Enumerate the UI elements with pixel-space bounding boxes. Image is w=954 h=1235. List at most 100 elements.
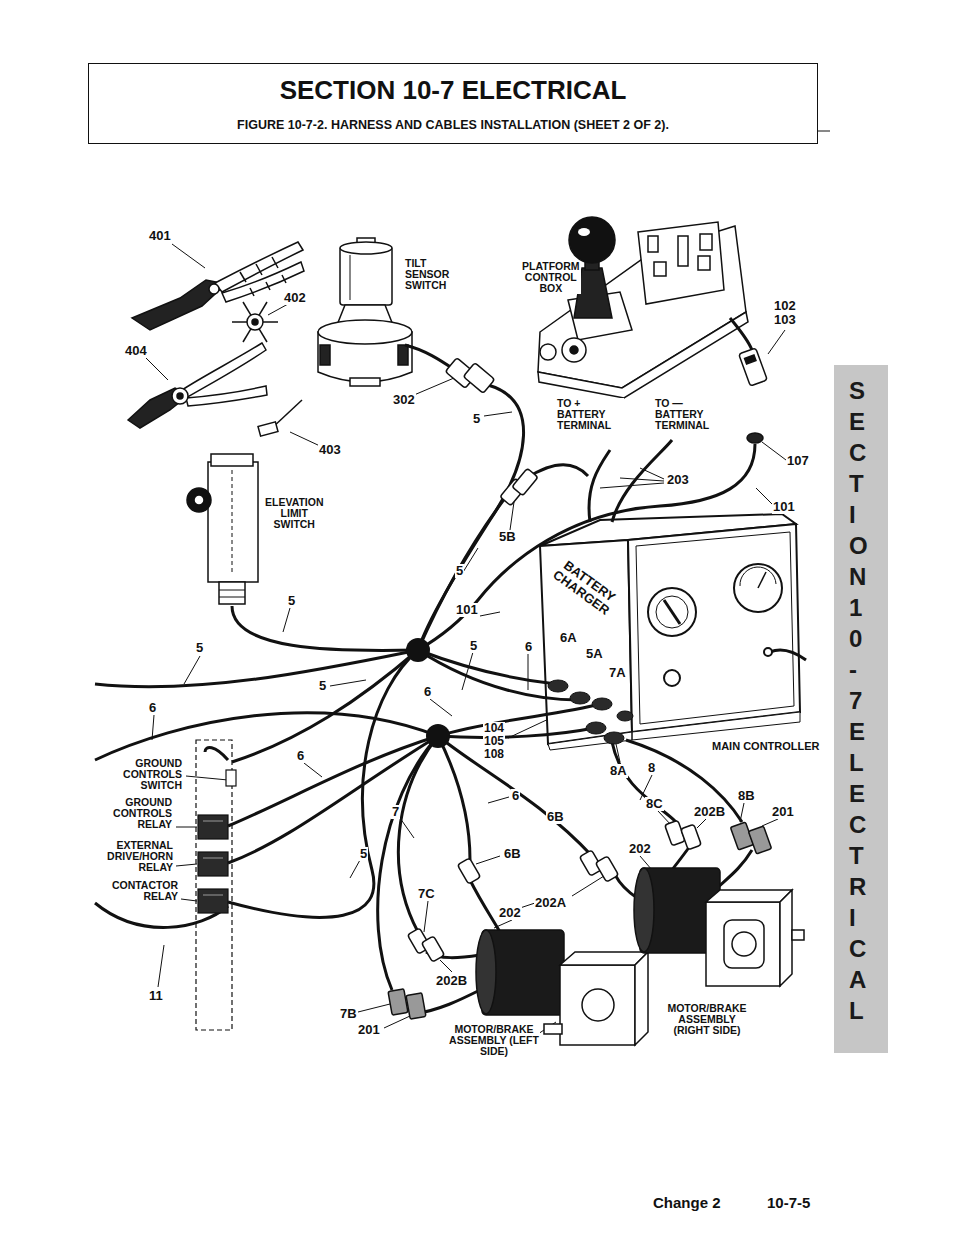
stripper-pliers [186,386,267,406]
callout-number: 8 [647,761,656,775]
junction [406,638,450,748]
harness-wires [418,498,505,650]
pin-tool [243,302,267,342]
wire-connectors [748,826,771,854]
ground-control-post [198,815,228,839]
callout-number: 6B [503,847,522,861]
leader-lines [358,1004,390,1012]
leader-lines [424,901,428,932]
controller-plugs [586,722,606,734]
controller-plugs [592,698,612,710]
harness-wires [470,880,500,932]
harness-wires [612,440,672,522]
part-label: GROUND CONTROLS RELAY [112,797,173,830]
harness-wires [205,747,228,760]
callout-number: 5 [359,847,368,861]
callout-number: 6 [511,789,520,803]
callout-number: 102 [773,299,797,313]
part-label: ELEVATION LIMIT SWITCH [264,497,325,530]
ground-control-post [203,894,223,895]
controller-plugs [570,692,590,704]
elevation-limit-switch [211,454,253,466]
wire-connectors [595,856,618,882]
callout-number: 8A [609,764,628,778]
callout-number: 101 [772,500,796,514]
platform-control-box [578,228,590,236]
connector [747,433,763,443]
crimping-pliers [240,257,286,296]
callout-number: 5 [455,564,464,578]
callout-number: 202B [693,805,726,819]
harness-wires [228,650,418,917]
title-tick [818,131,830,132]
charger-controller [540,514,806,750]
leader-lines [756,488,772,504]
part-label: TO — BATTERY TERMINAL [654,398,722,431]
part-label: GROUND CONTROLS SWITCH [122,758,183,791]
callout-number: 6 [296,749,305,763]
platform-control-box [648,236,658,252]
motor-brake-left [560,965,635,1045]
ground-control-post [198,889,228,913]
tilt-sensor-switch [318,320,412,344]
leader-lines [697,819,706,828]
crimping-pliers [132,242,304,330]
leader-lines [176,864,197,866]
callout-number: 6 [148,701,157,715]
motor-brake-right [706,902,780,986]
platform-control-box [654,262,666,276]
charger-controller [770,650,806,660]
harness-wires [589,450,610,522]
leader-lines [480,612,500,616]
controller-plugs [548,680,633,744]
control-cable [730,318,752,350]
callout-number: 5A [585,647,604,661]
page-footer: 10-7-5 [766,1195,811,1211]
callout-number: 7 [391,805,400,819]
ground-control-post [226,770,236,786]
motor-brake-right [724,920,764,968]
motor-brake-right [780,890,792,986]
ground-control-post [196,740,236,1030]
leader-lines [414,378,454,395]
controller-plugs [617,711,633,721]
callout-number: 8C [645,797,664,811]
heading-text: SECTION 10-7 ELECTRICAL [99,76,807,105]
leader-lines [268,304,288,315]
leader-lines [290,432,320,446]
callout-number: 404 [124,344,148,358]
part-label: EXTERNAL DRIVE/HORN RELAY [106,840,174,873]
pin-tool [232,302,278,342]
junction [406,638,430,662]
crimping-pliers [209,284,219,294]
connector [739,348,768,386]
extraction-pin [258,422,278,436]
callout-number: 401 [148,229,172,243]
tilt-sensor-switch [340,247,392,305]
callout-number: 101 [455,603,479,617]
elevation-limit-switch [219,590,245,591]
motor-brake-left [582,989,614,1021]
callout-number: 202B [435,974,468,988]
leader-lines [510,502,514,530]
callout-number: 107 [786,454,810,468]
section-tab: SECTION 10-7 ELECTRICAL [834,365,888,1053]
motor-brake-left [560,952,648,965]
harness-wires [95,345,755,1014]
charger-controller [758,572,766,588]
leader-lines [330,680,366,686]
pin-tool [252,319,258,325]
leader-lines [762,819,778,826]
controller-plugs [604,732,624,744]
connector [745,355,756,364]
motor-brake-left [635,952,648,1045]
harness-wires [232,606,418,651]
tilt-sensor-switch [398,345,408,365]
callout-number: 6A [559,631,578,645]
elevation-limit-switch [219,597,245,598]
leader-lines [528,654,529,690]
leader-lines [440,960,452,972]
stripper-pliers [172,388,188,404]
platform-control-box [570,346,578,354]
